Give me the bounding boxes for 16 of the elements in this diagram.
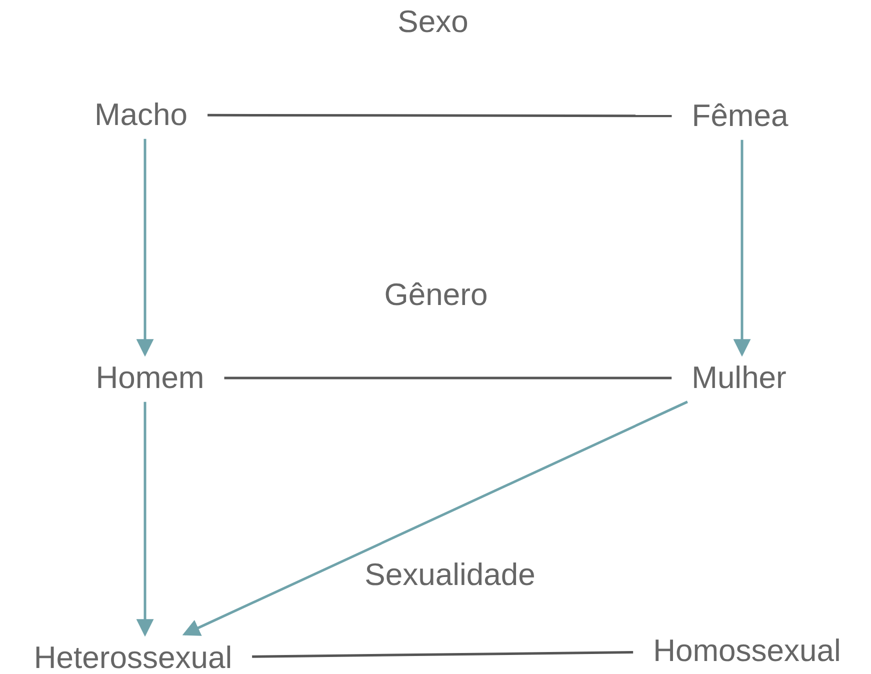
term-label: Heterossexual bbox=[14, 634, 252, 674]
arrow bbox=[733, 140, 751, 357]
connector-line bbox=[252, 651, 634, 658]
arrow bbox=[136, 138, 154, 357]
term-label: Mulher bbox=[672, 354, 806, 402]
section-heading: Sexo bbox=[398, 4, 468, 40]
arrow bbox=[182, 400, 688, 636]
connector-line bbox=[208, 114, 672, 118]
term-label: Macho bbox=[74, 91, 208, 139]
connector-line bbox=[224, 376, 672, 380]
term-label: Homem bbox=[76, 354, 224, 402]
term-label: Homossexual bbox=[633, 627, 861, 674]
term-label: Fêmea bbox=[672, 92, 808, 140]
arrow bbox=[136, 402, 154, 637]
section-heading: Sexualidade bbox=[364, 557, 536, 593]
section-heading: Gênero bbox=[384, 277, 488, 313]
